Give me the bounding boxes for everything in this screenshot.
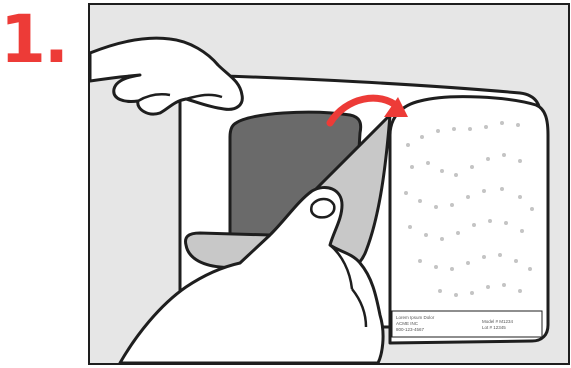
illustration-frame: Lorem Ipsum Dolor ACME INC 800-123-4567 … (88, 3, 570, 365)
step-number: 1. (0, 4, 76, 76)
upper-hand (90, 38, 242, 114)
lot-line: Lot # 12345 (482, 325, 506, 330)
thumbnail (311, 199, 334, 217)
peeling-illustration: Lorem Ipsum Dolor ACME INC 800-123-4567 … (90, 5, 568, 363)
model-line: Model # M1234 (482, 319, 514, 324)
label-line-1: Lorem Ipsum Dolor (396, 315, 435, 320)
label-line-2: ACME INC (396, 321, 419, 326)
label-line-3: 800-123-4567 (396, 327, 425, 332)
device-body (390, 97, 548, 343)
